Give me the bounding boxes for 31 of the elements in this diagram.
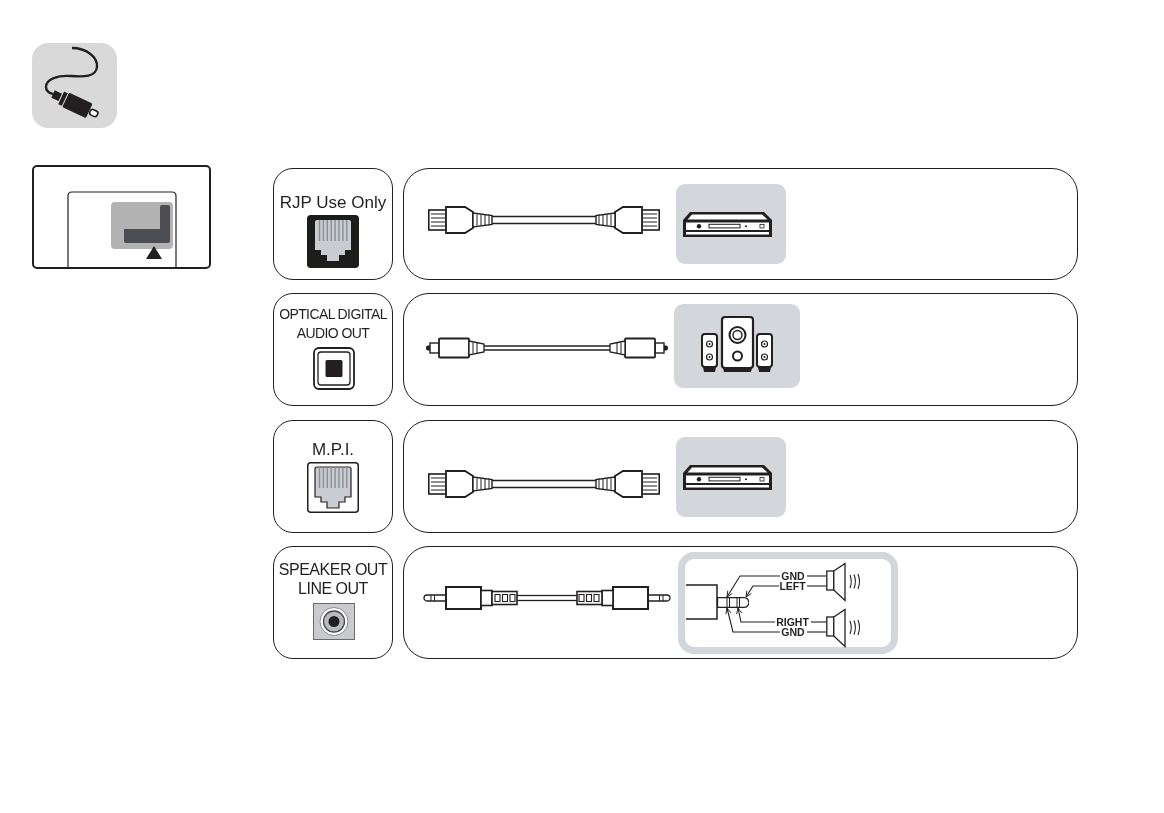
connection-panel [403, 546, 1078, 659]
wire-line [806, 631, 827, 633]
loudspeaker-icon [825, 606, 862, 649]
port-card [273, 420, 393, 533]
port-card [273, 168, 393, 280]
port-label: OPTICAL DIGITAL AUDIO OUT [278, 305, 388, 343]
port-label: M.P.I. [311, 439, 355, 460]
leader-arrow [736, 607, 776, 623]
wire-line [806, 575, 827, 577]
signal-label: GND [779, 626, 807, 637]
port-card [273, 293, 393, 406]
connection-panel [403, 420, 1078, 533]
plug-pin-icon [716, 596, 749, 608]
leader-arrow [726, 575, 781, 598]
leader-arrow [725, 607, 781, 633]
speaker-system-icon [673, 303, 800, 388]
signal-label: RIGHT [774, 616, 811, 627]
port-card [273, 546, 393, 659]
port-label: SPEAKER OUT LINE OUT [277, 560, 389, 598]
wire-line [810, 621, 827, 623]
port-label: RJP Use Only [279, 192, 387, 213]
dvd-player-icon [675, 436, 786, 517]
wiring-inset-panel [677, 551, 898, 654]
leader-arrow [745, 585, 780, 598]
dvd-player-icon [675, 183, 786, 264]
connection-panel [403, 293, 1078, 406]
connection-panel [403, 168, 1078, 280]
signal-label: GND [779, 570, 807, 581]
loudspeaker-icon [825, 560, 862, 603]
signal-label: LEFT [778, 580, 807, 591]
wire-line [806, 585, 827, 587]
